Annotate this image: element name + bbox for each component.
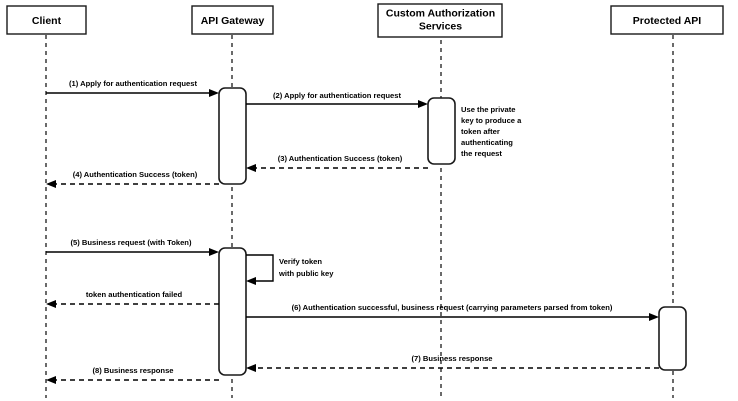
participant-box-gateway	[191, 5, 274, 35]
note-private-key-line-1: Use the private	[461, 105, 515, 114]
message-7-arrowhead	[246, 364, 256, 372]
message-6[interactable]: (6) Authentication successful, business …	[246, 303, 659, 321]
message-2-label: (2) Apply for authentication request	[273, 91, 401, 100]
message-3-arrowhead	[246, 164, 256, 172]
participant-box-protapi	[610, 5, 724, 35]
participant-protapi[interactable]: Protected API	[610, 5, 724, 35]
activation-gateway-business	[218, 247, 247, 376]
message-self-verify-token[interactable]: Verify token with public key	[246, 254, 334, 285]
participant-box-client	[6, 5, 87, 35]
message-7-label: (7) Business response	[411, 354, 492, 363]
note-private-key-line-4: authenticating	[461, 138, 513, 147]
message-5[interactable]: (5) Business request (with Token)	[46, 238, 219, 256]
message-5-label: (5) Business request (with Token)	[71, 238, 192, 247]
note-private-key: Use the private key to produce a token a…	[461, 105, 522, 158]
activation-protapi	[658, 306, 687, 371]
message-self-verify-token-label-line1: Verify token	[279, 257, 322, 266]
participant-label-authsvc-line1: Custom Authorization	[386, 7, 495, 19]
participant-box-authsvc	[377, 3, 503, 38]
message-8[interactable]: (8) Business response	[46, 366, 219, 384]
message-token-authentication-failed-label: token authentication failed	[86, 290, 183, 299]
message-self-verify-token-label-line2: with public key	[278, 269, 334, 278]
participant-gateway[interactable]: API Gateway	[191, 5, 274, 35]
message-3[interactable]: (3) Authentication Success (token)	[246, 154, 428, 172]
note-private-key-line-2: key to produce a	[461, 116, 522, 125]
message-8-label: (8) Business response	[92, 366, 173, 375]
note-private-key-line-3: token after	[461, 127, 500, 136]
message-token-authentication-failed-arrowhead	[46, 300, 56, 308]
participant-authsvc[interactable]: Custom Authorization Services	[377, 3, 503, 38]
message-3-label: (3) Authentication Success (token)	[278, 154, 403, 163]
message-2-arrowhead	[418, 100, 428, 108]
participant-label-protapi: Protected API	[633, 15, 702, 27]
message-1-arrowhead	[209, 89, 219, 97]
participant-label-client: Client	[32, 15, 62, 27]
message-2[interactable]: (2) Apply for authentication request	[246, 91, 428, 108]
message-self-verify-token-arrowhead	[246, 277, 256, 285]
message-6-label: (6) Authentication successful, business …	[292, 303, 613, 312]
message-5-arrowhead	[209, 248, 219, 256]
message-8-arrowhead	[46, 376, 56, 384]
note-private-key-line-5: the request	[461, 149, 502, 158]
message-7[interactable]: (7) Business response	[246, 354, 659, 372]
message-self-verify-token-loop	[246, 254, 274, 282]
participant-label-authsvc-line2: Services	[419, 20, 462, 32]
message-4[interactable]: (4) Authentication Success (token)	[46, 170, 219, 188]
message-4-label: (4) Authentication Success (token)	[73, 170, 198, 179]
message-1-label: (1) Apply for authentication request	[69, 79, 197, 88]
message-1[interactable]: (1) Apply for authentication request	[46, 79, 219, 97]
activation-gateway-auth	[218, 87, 247, 185]
participant-label-gateway: API Gateway	[201, 15, 265, 27]
message-4-arrowhead	[46, 180, 56, 188]
activation-authsvc	[427, 97, 456, 165]
message-token-authentication-failed[interactable]: token authentication failed	[46, 290, 219, 308]
message-6-arrowhead	[649, 313, 659, 321]
participant-client[interactable]: Client	[6, 5, 87, 35]
